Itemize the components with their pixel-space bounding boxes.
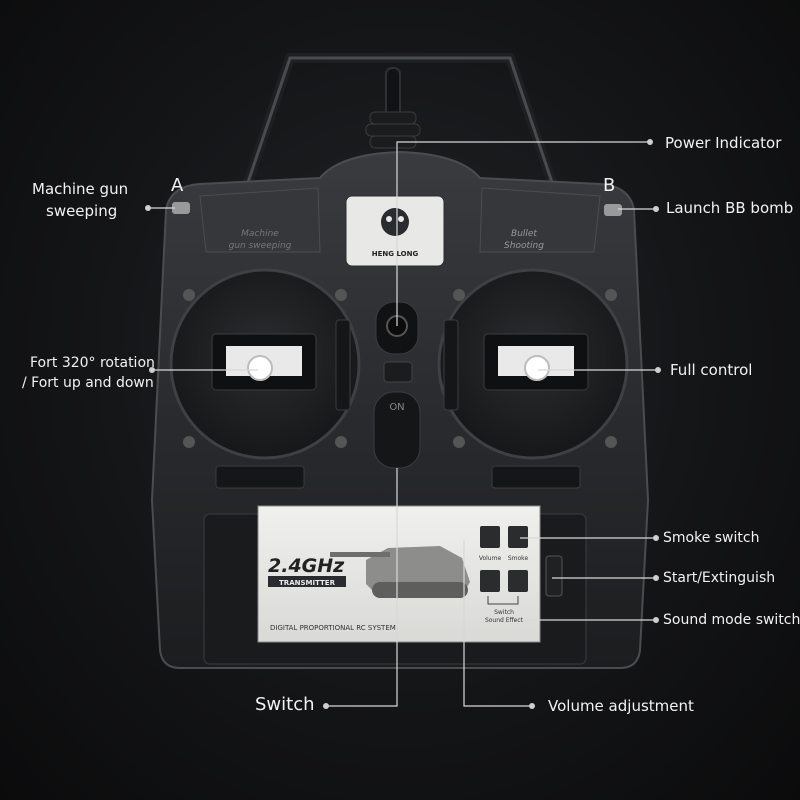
right-button-label-bottom: Shooting	[504, 241, 544, 251]
label-fort-2: / Fort up and down	[22, 375, 154, 391]
marker-b: B	[603, 175, 616, 196]
power-switch-label: ON	[389, 402, 404, 413]
carry-handle	[237, 53, 563, 202]
label-fort-1: Fort 320° rotation	[30, 355, 155, 371]
label-launch-bb: Launch BB bomb	[666, 199, 794, 217]
label-sound-mode-clip: Sound mode switching	[663, 612, 800, 630]
label-machine-gun-2: sweeping	[46, 202, 118, 220]
switch-label-1: Switch	[494, 609, 514, 616]
leader-lines	[148, 141, 658, 707]
right-gimbal[interactable]	[437, 268, 629, 460]
marker-a: A	[171, 175, 184, 196]
label-volume-adjustment: Volume adjustment	[548, 697, 694, 715]
label-switch: Switch	[255, 694, 315, 715]
right-button-label-top: Bullet	[511, 229, 537, 239]
brand-text: HENG LONG	[372, 250, 419, 258]
label-full-control: Full control	[670, 361, 753, 379]
panel-footer: DIGITAL PROPORTIONAL RC SYSTEM	[270, 624, 396, 632]
label-machine-gun-1: Machine gun	[32, 180, 129, 198]
antenna	[365, 67, 421, 149]
power-switch[interactable]	[373, 361, 421, 469]
trim-sliders[interactable]	[215, 319, 581, 489]
left-gimbal[interactable]	[169, 268, 361, 460]
control-panel	[203, 505, 587, 665]
btn-volume-label: Volume	[479, 555, 502, 562]
label-start-extinguish: Start/Extinguish	[663, 570, 776, 586]
panel-subtitle: TRANSMITTER	[279, 579, 336, 587]
leader-dots	[145, 139, 661, 709]
left-button-label-bottom: gun sweeping	[229, 241, 292, 251]
label-sound-mode: Sound mode switching	[663, 612, 800, 628]
left-button-label-top: Machine	[241, 229, 279, 239]
switch-label-2: Sound Effect	[485, 617, 524, 624]
btn-smoke-label: Smoke	[508, 555, 529, 562]
panel-title: 2.4GHz	[268, 555, 345, 577]
label-power-indicator: Power Indicator	[665, 134, 782, 152]
label-smoke-switch: Smoke switch	[663, 530, 760, 546]
